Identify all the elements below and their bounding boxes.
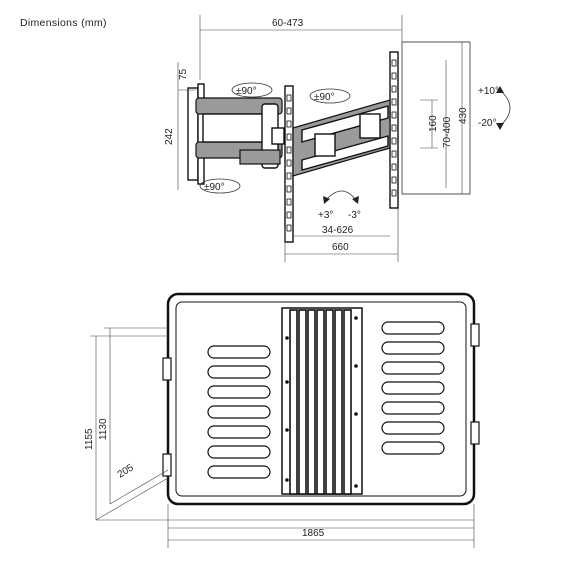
dim-height-inner-bottom: 1130 — [98, 418, 109, 440]
rotate-label-plate: ±90° — [314, 92, 335, 103]
tilt-up-label: +10° — [478, 86, 499, 97]
swivel-right-label: -3° — [348, 210, 361, 221]
bottom-view: 1155 1130 205 1865 — [84, 292, 480, 548]
diagram-title: Dimensions (mm) — [20, 17, 107, 29]
dim-arm-height: 242 — [164, 128, 175, 145]
dim-height-outer: 430 — [458, 107, 469, 124]
top-view: 60-473 75 242 ±90° ±90° ±90° — [164, 15, 511, 262]
rotate-label-arm-upper: ±90° — [236, 86, 257, 97]
vent-slots-left — [207, 345, 271, 479]
swivel-arrow — [325, 190, 357, 201]
tv-bracket — [284, 51, 399, 243]
dim-depth: 205 — [116, 462, 136, 480]
rotate-label-arm-lower: ±90° — [204, 182, 225, 193]
dim-left-offset: 75 — [178, 68, 189, 80]
swing-arms — [195, 97, 285, 169]
dim-width-bottom: 1865 — [302, 528, 325, 539]
tilt-down-label: -20° — [478, 118, 496, 129]
dim-height-outer-bottom: 1155 — [84, 428, 95, 450]
vent-slots-right — [381, 321, 445, 455]
swivel-left-label: +3° — [318, 210, 333, 221]
dim-width-range: 60-473 — [272, 18, 304, 29]
dim-width-total: 660 — [332, 242, 349, 253]
dim-height-inner: 160 — [428, 115, 439, 132]
dim-height-range: 70-400 — [442, 116, 453, 148]
tilt-arrow — [499, 89, 511, 127]
dim-width-slide: 34-626 — [322, 225, 354, 236]
mount-bracket — [281, 307, 363, 495]
